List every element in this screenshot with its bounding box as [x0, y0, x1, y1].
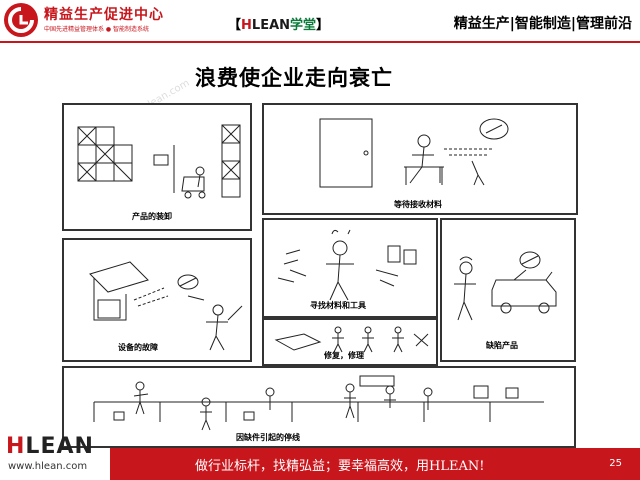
panel-stoppage: 因缺件引起的停线: [62, 366, 576, 448]
panel-waiting: 等待接收材料: [262, 103, 578, 215]
panel-repair: 修复，修理: [262, 318, 438, 366]
caption-waiting: 等待接收材料: [394, 200, 442, 209]
hlean-tag: 【HLEAN学堂】: [228, 14, 329, 33]
waiting-illustration: [319, 118, 509, 188]
page-title: 浪费使企业走向衰亡: [195, 66, 393, 90]
brand-h: H: [6, 434, 26, 459]
defects-illustration: [454, 251, 557, 321]
caption-loading: 产品的装卸: [132, 212, 172, 221]
stoppage-illustration: [93, 375, 544, 431]
logo-icon: [4, 3, 38, 37]
header-slogan: 精益生产|智能制造|管理前沿: [453, 16, 632, 32]
searching-illustration: [277, 229, 417, 301]
tag-h: H: [241, 18, 252, 33]
brand-lean: LEAN: [25, 434, 94, 459]
panel-loading: 产品的装卸: [62, 103, 252, 231]
caption-defects: 缺陷产品: [486, 341, 518, 350]
caption-breakdown: 设备的故障: [118, 343, 158, 352]
footer-band: [110, 448, 640, 480]
logo-name: 精益生产促进中心: [44, 7, 164, 23]
footer-website: www.hlean.com: [8, 461, 88, 472]
repair-illustration: [274, 326, 429, 353]
tag-xt: 学堂: [290, 18, 317, 33]
breakdown-illustration: [89, 261, 243, 351]
tag-close: 】: [316, 18, 330, 33]
logo-subtitle: 中国先进精益管理体系 ● 智能制造系统: [44, 26, 150, 33]
tag-lean: LEAN: [251, 18, 291, 33]
page-number: 25: [609, 458, 622, 469]
header: 精益生产促进中心 中国先进精益管理体系 ● 智能制造系统 【HLEAN学堂】 精…: [0, 0, 640, 42]
loading-illustration: [77, 124, 241, 199]
header-divider: [0, 41, 640, 43]
panel-defects: 缺陷产品: [440, 218, 576, 362]
footer-brand: HLEAN: [6, 434, 94, 459]
tag-open: 【: [228, 18, 242, 33]
caption-searching: 寻找材料和工具: [310, 301, 366, 310]
panel-searching: 寻找材料和工具: [262, 218, 438, 318]
footer-slogan: 做行业标杆，找精弘益；要幸福高效，用HLEAN!: [195, 459, 485, 474]
caption-stoppage: 因缺件引起的停线: [236, 433, 300, 442]
panel-breakdown: 设备的故障: [62, 238, 252, 362]
caption-repair: 修复，修理: [324, 351, 364, 360]
